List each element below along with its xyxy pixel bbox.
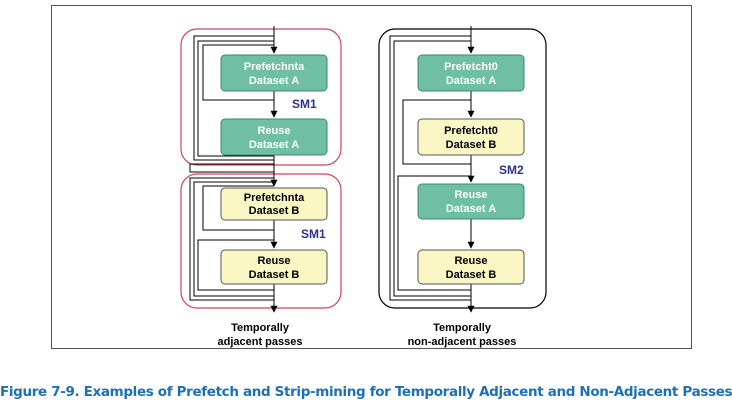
box-line2: Dataset B [249,269,300,281]
sm-label-left-top: SM1 [292,97,317,111]
box-line1: Prefetcht0 [444,61,498,73]
box-line1: Reuse [257,255,290,267]
box-line2: Dataset B [249,205,300,217]
left-box-reuse-a: Reuse Dataset A [220,118,328,156]
left-group-outline-bottom [180,173,342,309]
left-group-outline-top [180,28,342,166]
box-line2: Dataset B [446,269,497,281]
box-line1: Reuse [454,255,487,267]
box-line2: Dataset A [249,75,299,87]
box-line1: Reuse [257,125,290,137]
right-box-reuse-a: Reuse Dataset A [417,183,525,220]
left-box-reuse-b: Reuse Dataset B [220,249,328,285]
left-box-prefetchnta-a: Prefetchnta Dataset A [220,54,328,92]
box-line2: Dataset A [446,203,496,215]
box-line1: Prefetchnta [244,61,305,73]
left-column-caption-line1: Temporally [231,322,290,334]
box-line2: Dataset A [446,75,496,87]
sm-label-left-bottom: SM1 [301,227,326,241]
right-column-caption-line1: Temporally [433,322,492,334]
right-box-prefetcht0-a: Prefetcht0 Dataset A [417,54,525,92]
left-column-caption-line2: adjacent passes [218,336,303,348]
box-line2: Dataset B [446,139,497,151]
figure-caption: Figure 7-9. Examples of Prefetch and Str… [0,384,732,400]
right-box-prefetcht0-b: Prefetcht0 Dataset B [417,118,525,156]
right-box-reuse-b: Reuse Dataset B [417,249,525,285]
left-flow-lines [189,26,278,313]
box-line2: Dataset A [249,139,299,151]
box-line1: Prefetchnta [244,192,305,204]
box-line1: Prefetcht0 [444,125,498,137]
left-box-prefetchnta-b: Prefetchnta Dataset B [220,187,328,221]
right-column-caption-line2: non-adjacent passes [408,336,517,348]
right-flow-lines [389,26,475,313]
right-group-outline [378,28,547,309]
diagram-frame [51,5,692,349]
box-line1: Reuse [454,189,487,201]
sm-label-right: SM2 [499,163,524,177]
